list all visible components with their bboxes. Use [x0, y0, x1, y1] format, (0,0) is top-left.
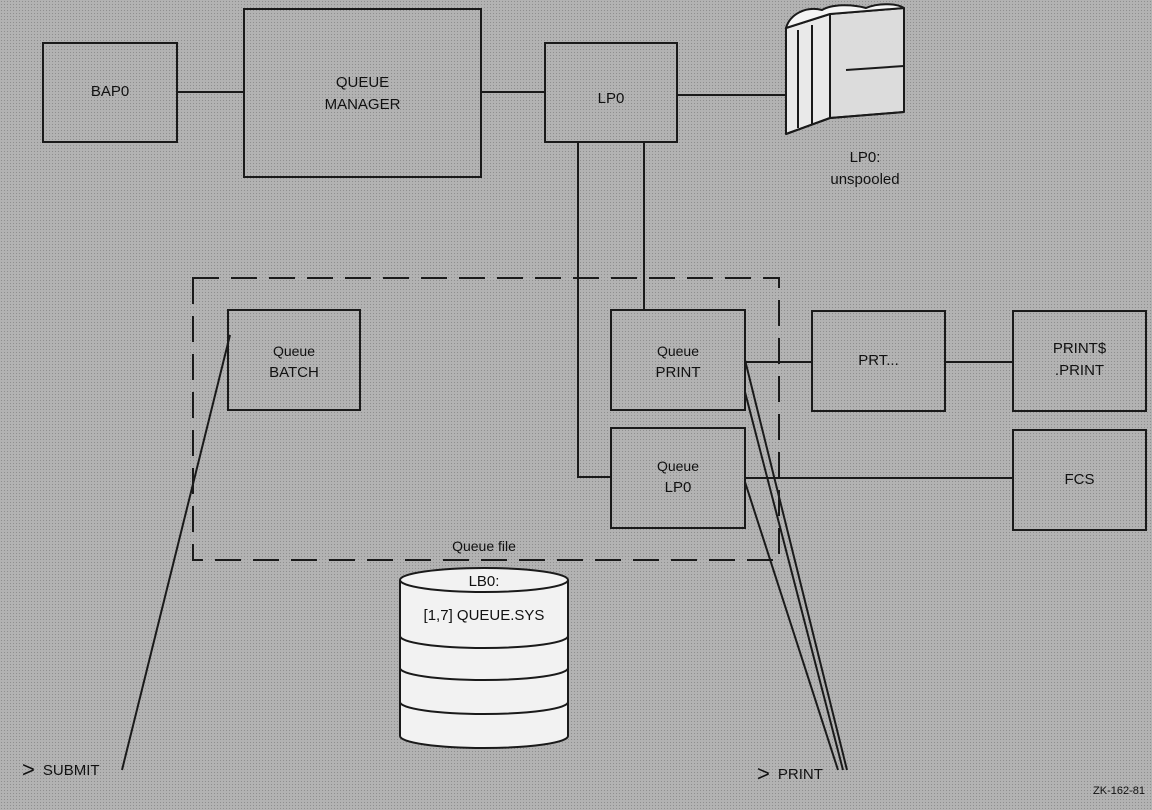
queue-lp0-label-line-2: LP0	[664, 479, 692, 496]
printer-label-line-2: unspooled	[830, 171, 900, 188]
prompt-chevron-icon: >	[22, 757, 35, 782]
print-line-c	[744, 481, 839, 771]
submit-command-label: SUBMIT	[42, 762, 100, 779]
print-command: > PRINT	[757, 761, 823, 787]
queue-batch-label-line-2: BATCH	[269, 364, 319, 381]
prt-label: PRT...	[858, 352, 899, 369]
printer-label-line-1: LP0:	[849, 149, 881, 166]
print-task-label-line-1: PRINT$	[1052, 340, 1107, 357]
bap0-label: BAP0	[90, 83, 130, 100]
submit-line	[121, 334, 231, 771]
queue-file-device: LB0:	[468, 573, 500, 590]
print-command-label: PRINT	[777, 766, 823, 783]
queue-lp0-box	[610, 427, 746, 529]
figure-id: ZK-162-81	[1093, 785, 1145, 797]
print-task-label-line-2: .PRINT	[1054, 362, 1105, 379]
print-line-b	[744, 391, 844, 771]
print-task-box	[1012, 310, 1147, 412]
connector-lp0-queue-lp0	[577, 142, 611, 478]
queue-batch-label: Queue BATCH	[228, 341, 360, 383]
queue-print-label-line-1: Queue	[656, 343, 700, 359]
bap0-box	[42, 42, 178, 143]
queue-file-boundary	[192, 277, 780, 561]
queue-manager-label: QUEUE MANAGER	[244, 72, 481, 116]
lp0-label: LP0	[597, 90, 625, 107]
queue-manager-label-line-2: MANAGER	[324, 96, 401, 113]
printer-label: LP0: unspooled	[810, 147, 920, 191]
queue-print-label-line-2: PRINT	[655, 364, 701, 381]
queue-lp0-label-line-1: Queue	[656, 458, 700, 474]
print-task-label: PRINT$ .PRINT	[1013, 338, 1146, 382]
queue-batch-box	[227, 309, 361, 411]
lp0-box	[544, 42, 678, 143]
queue-lp0-label: Queue LP0	[611, 456, 745, 498]
queue-file-filename: [1,7] QUEUE.SYS	[423, 607, 545, 624]
line-printer-icon	[785, 3, 905, 135]
submit-command: > SUBMIT	[22, 757, 100, 783]
queue-batch-label-line-1: Queue	[272, 343, 316, 359]
fcs-label: FCS	[1064, 471, 1095, 488]
prompt-chevron-icon: >	[757, 761, 770, 786]
queue-file-caption: Queue file	[452, 538, 516, 554]
queue-manager-box	[243, 8, 482, 178]
fcs-box	[1012, 429, 1147, 531]
disk-stack-icon	[399, 567, 569, 749]
prt-box	[811, 310, 946, 412]
queue-print-label: Queue PRINT	[611, 341, 745, 383]
queue-manager-label-line-1: QUEUE	[335, 74, 390, 91]
print-line-a	[744, 359, 848, 771]
